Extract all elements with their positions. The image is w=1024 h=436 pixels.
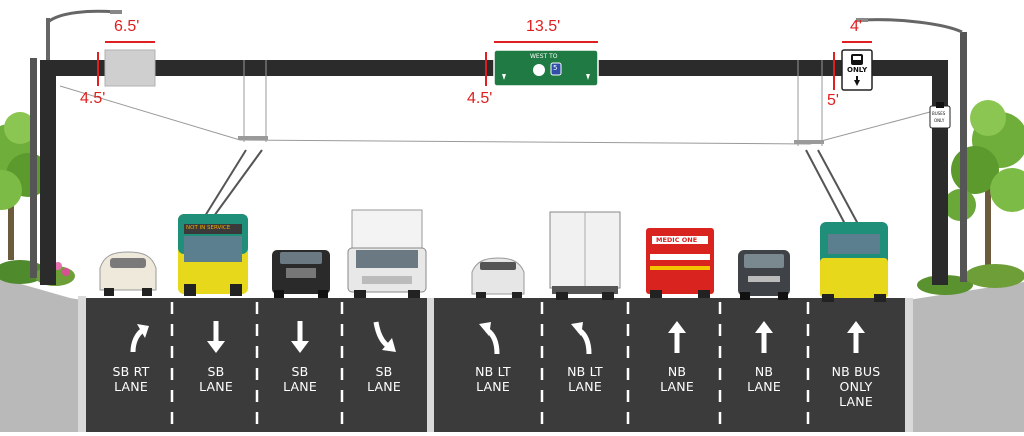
lane-label-line2: LANE (660, 379, 694, 394)
lane-label-line2: ONLY (839, 379, 873, 394)
guide-sign-route: 5 (553, 64, 558, 72)
lane-label-line2: LANE (367, 379, 401, 394)
right-sidewalk (908, 282, 1024, 432)
lane-label-line1: SB (375, 364, 393, 379)
lane-label: NB LT LANE (448, 364, 538, 394)
interstate-shield-icon (550, 62, 562, 76)
rear-trolley-bus-icon (805, 149, 888, 302)
blank-overhead-sign (104, 49, 156, 87)
lane-label-line2: LANE (114, 379, 148, 394)
bus-sign-clearance-label: 5' (827, 92, 839, 109)
bus-sign-width-label: 4' (850, 18, 862, 35)
guide-sign-text: WEST TO (530, 53, 558, 60)
silver-sedan-icon (471, 257, 525, 298)
left-shrubs-icon (0, 260, 75, 286)
lane-label-line1: NB (667, 364, 687, 379)
trolley-wires (59, 60, 931, 146)
lane-label-line2: LANE (568, 379, 602, 394)
lane-label: SB RT LANE (86, 364, 176, 394)
left-turn-arrow-icon (479, 322, 500, 355)
left-mast-pole (30, 58, 37, 278)
left-tree-icon (0, 112, 50, 260)
down-arrow-small-icon (854, 76, 860, 86)
guide-sign-arrows (502, 74, 590, 80)
left-sign-width-label: 6.5' (114, 18, 140, 35)
white-box-truck-icon (347, 209, 427, 298)
lane-label-line3: LANE (839, 394, 873, 409)
lane-label-line1: SB RT (112, 364, 150, 379)
lane-label: NB LANE (719, 364, 809, 394)
up-arrow-icon (668, 321, 686, 353)
side-bus-sign (929, 105, 951, 129)
side-bus-sign-line2: ONLY (934, 118, 945, 123)
guide-sign (493, 49, 599, 87)
median-divider (427, 298, 434, 432)
up-arrow-icon (755, 321, 773, 353)
guide-sign-clearance-label: 4.5' (467, 90, 493, 107)
trolley-bus-icon (178, 149, 263, 296)
bus-destination-sign: NOT IN SERVICE (186, 225, 231, 231)
left-curb (78, 296, 86, 432)
lane-label-line1: NB LT (475, 364, 511, 379)
left-street-light-icon (46, 9, 122, 60)
lane-label-line2: LANE (747, 379, 781, 394)
down-arrow-icon (207, 321, 225, 353)
left-sidewalk (0, 278, 82, 432)
lane-label-line1: SB (291, 364, 309, 379)
lane-label-line1: SB (207, 364, 225, 379)
right-truss-column (932, 60, 948, 285)
lane-label: SB LANE (171, 364, 261, 394)
trolley-hangers (238, 136, 824, 144)
right-street-light-icon (856, 18, 963, 34)
lane-label: NB LANE (632, 364, 722, 394)
ambulance-icon (646, 228, 714, 298)
down-arrow-icon (291, 321, 309, 353)
bus-only-sign (841, 49, 873, 91)
down-curve-arrow-icon (373, 321, 396, 352)
road-surface (82, 298, 908, 432)
lane-label: NB BUS ONLY LANE (811, 364, 901, 409)
up-arrow-icon (847, 321, 865, 353)
left-sign-clearance-label: 4.5' (80, 90, 106, 107)
dimension-lines (97, 41, 872, 90)
lane-label-line2: LANE (476, 379, 510, 394)
right-tree-icon (944, 100, 1024, 280)
right-curb (905, 298, 913, 432)
black-pickup-icon (272, 250, 330, 298)
ambulance-text: MEDIC ONE (656, 236, 698, 244)
lane-label-line2: LANE (283, 379, 317, 394)
left-truss-column (40, 60, 56, 285)
right-turn-arrow-icon (130, 324, 149, 353)
guide-sign-width-label: 13.5' (526, 18, 561, 35)
grey-suv-icon (738, 250, 790, 300)
lane-label-line1: NB BUS (831, 364, 881, 379)
side-bus-sign-line1: BUSES (932, 111, 946, 116)
lane-label: NB LT LANE (540, 364, 630, 394)
white-delivery-truck-icon (549, 211, 621, 300)
route-shield-icon (533, 64, 545, 76)
lane-label: SB LANE (339, 364, 429, 394)
bus-icon (851, 54, 863, 65)
white-car-icon (99, 251, 157, 296)
lane-label-line1: NB LT (567, 364, 603, 379)
lane-label-line2: LANE (199, 379, 233, 394)
bus-only-sign-text: ONLY (847, 66, 868, 74)
side-bus-sign-bus (936, 102, 944, 108)
right-mast-pole (960, 32, 967, 282)
lane-label-line1: NB (754, 364, 774, 379)
lane-label: SB LANE (255, 364, 345, 394)
left-turn-arrow-icon (571, 322, 592, 355)
